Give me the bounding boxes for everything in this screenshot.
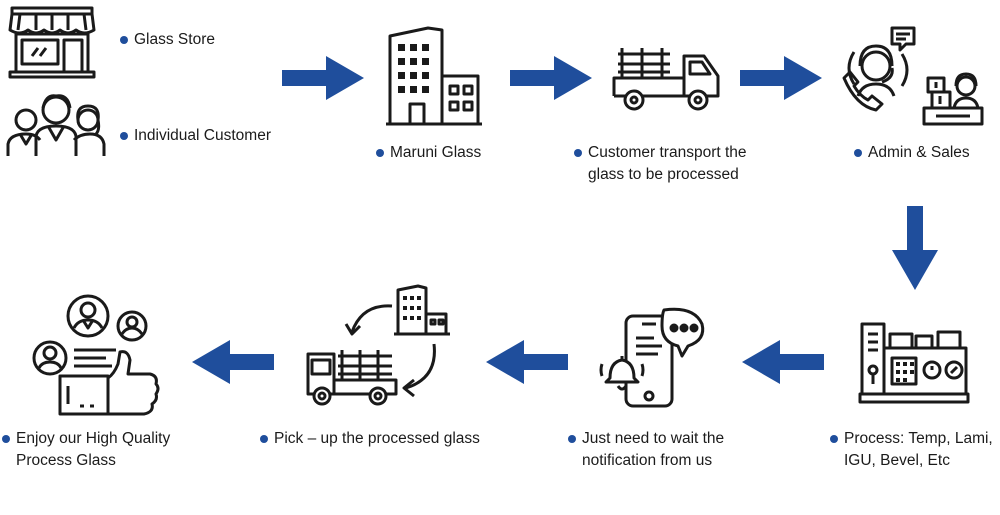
label-glass-store: Glass Store: [120, 29, 215, 51]
bullet-dot: [854, 149, 862, 157]
arrow-right-3: [740, 56, 822, 100]
bullet-dot: [120, 132, 128, 140]
phone-notification-icon: [598, 306, 710, 410]
label-line: Glass Store: [134, 31, 215, 48]
satisfied-customers-icon: [28, 294, 164, 418]
arrow-down: [892, 206, 938, 290]
arrow-left-3: [192, 340, 274, 384]
label-line: Process: Temp, Lami,: [844, 430, 993, 447]
label-line: Process Glass: [16, 452, 116, 469]
arrow-left-1: [742, 340, 824, 384]
people-group-icon: [6, 90, 106, 158]
label-line: Enjoy our High Quality: [16, 430, 171, 447]
bullet-dot: [574, 149, 582, 157]
bullet-dot: [830, 435, 838, 443]
label-maruni-glass: Maruni Glass: [376, 142, 481, 164]
label-customer-transport: Customer transport the glass to be proce…: [574, 142, 747, 186]
label-wait-notification: Just need to wait the notification from …: [568, 428, 724, 472]
pickup-cycle-icon: [306, 284, 456, 408]
label-line: IGU, Bevel, Etc: [844, 452, 950, 469]
label-admin-sales: Admin & Sales: [854, 142, 970, 164]
customer-service-icon: [836, 24, 986, 132]
bullet-dot: [120, 36, 128, 44]
label-line: Admin & Sales: [868, 144, 970, 161]
office-building-icon: [384, 26, 484, 128]
label-line: Customer transport the: [588, 144, 747, 161]
label-individual-customer: Individual Customer: [120, 125, 271, 147]
bullet-dot: [260, 435, 268, 443]
label-line: glass to be processed: [588, 166, 739, 183]
processing-machine-icon: [858, 322, 970, 406]
glass-truck-icon: [612, 44, 722, 114]
label-enjoy: Enjoy our High Quality Process Glass: [2, 428, 170, 472]
label-line: Just need to wait the: [582, 430, 725, 447]
bullet-dot: [2, 435, 10, 443]
arrow-right-1: [282, 56, 364, 100]
arrow-right-2: [510, 56, 592, 100]
label-process: Process: Temp, Lami, IGU, Bevel, Etc: [830, 428, 993, 472]
label-line: notification from us: [582, 452, 713, 469]
label-pick-up: Pick – up the processed glass: [260, 428, 480, 450]
label-line: Individual Customer: [134, 127, 271, 144]
arrow-left-2: [486, 340, 568, 384]
label-line: Maruni Glass: [390, 144, 482, 161]
bullet-dot: [568, 435, 576, 443]
storefront-icon: [8, 6, 96, 79]
bullet-dot: [376, 149, 384, 157]
label-line: Pick – up the processed glass: [274, 430, 480, 447]
